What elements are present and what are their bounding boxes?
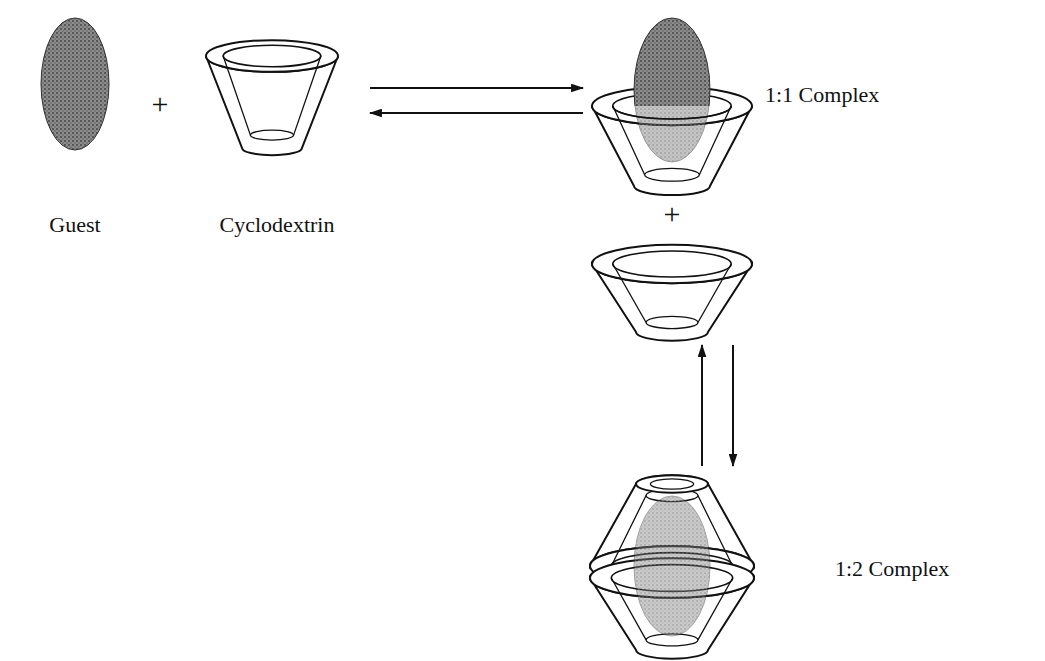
molecule-node: Cyclodextrin [192,30,362,242]
cavity-opening [646,316,698,328]
cavity-opening [250,130,293,140]
equilibrium-arrows [702,345,733,466]
cone-cavity [613,251,731,277]
cone-narrow-opening [650,479,693,489]
equilibrium-arrows [370,88,583,113]
cone-rim [206,40,338,72]
molecule-node: 1:2 Complex [585,470,985,656]
plus-sign: + [152,87,169,121]
molecule-node: 1:1 Complex [585,8,900,198]
species-label: 1:2 Complex [835,556,949,582]
cyclodextrin-cone [592,245,752,341]
equilibrium-arrow [701,345,703,466]
cone-cavity [223,45,321,67]
equilibrium-arrow [732,345,734,466]
cavity-wall [223,56,321,135]
molecule-node: Guest [28,14,122,242]
equilibrium-arrow [370,112,583,114]
guest-molecule [634,18,710,106]
cavity-front-rim [613,106,731,119]
cavity-opening [645,168,700,181]
species-label: Guest [28,212,122,238]
species-label: Cyclodextrin [192,212,362,238]
guest-molecule [634,496,710,636]
cyclodextrin-cone [206,40,338,155]
guest-molecule [634,18,710,162]
cone-rim [592,245,752,283]
equilibrium-arrow [370,87,583,89]
plus-sign: + [664,197,681,231]
guest-molecule [41,18,109,150]
species-label: 1:1 Complex [765,82,879,108]
cavity-wall [613,264,731,322]
cone-narrow-rim [636,475,708,492]
